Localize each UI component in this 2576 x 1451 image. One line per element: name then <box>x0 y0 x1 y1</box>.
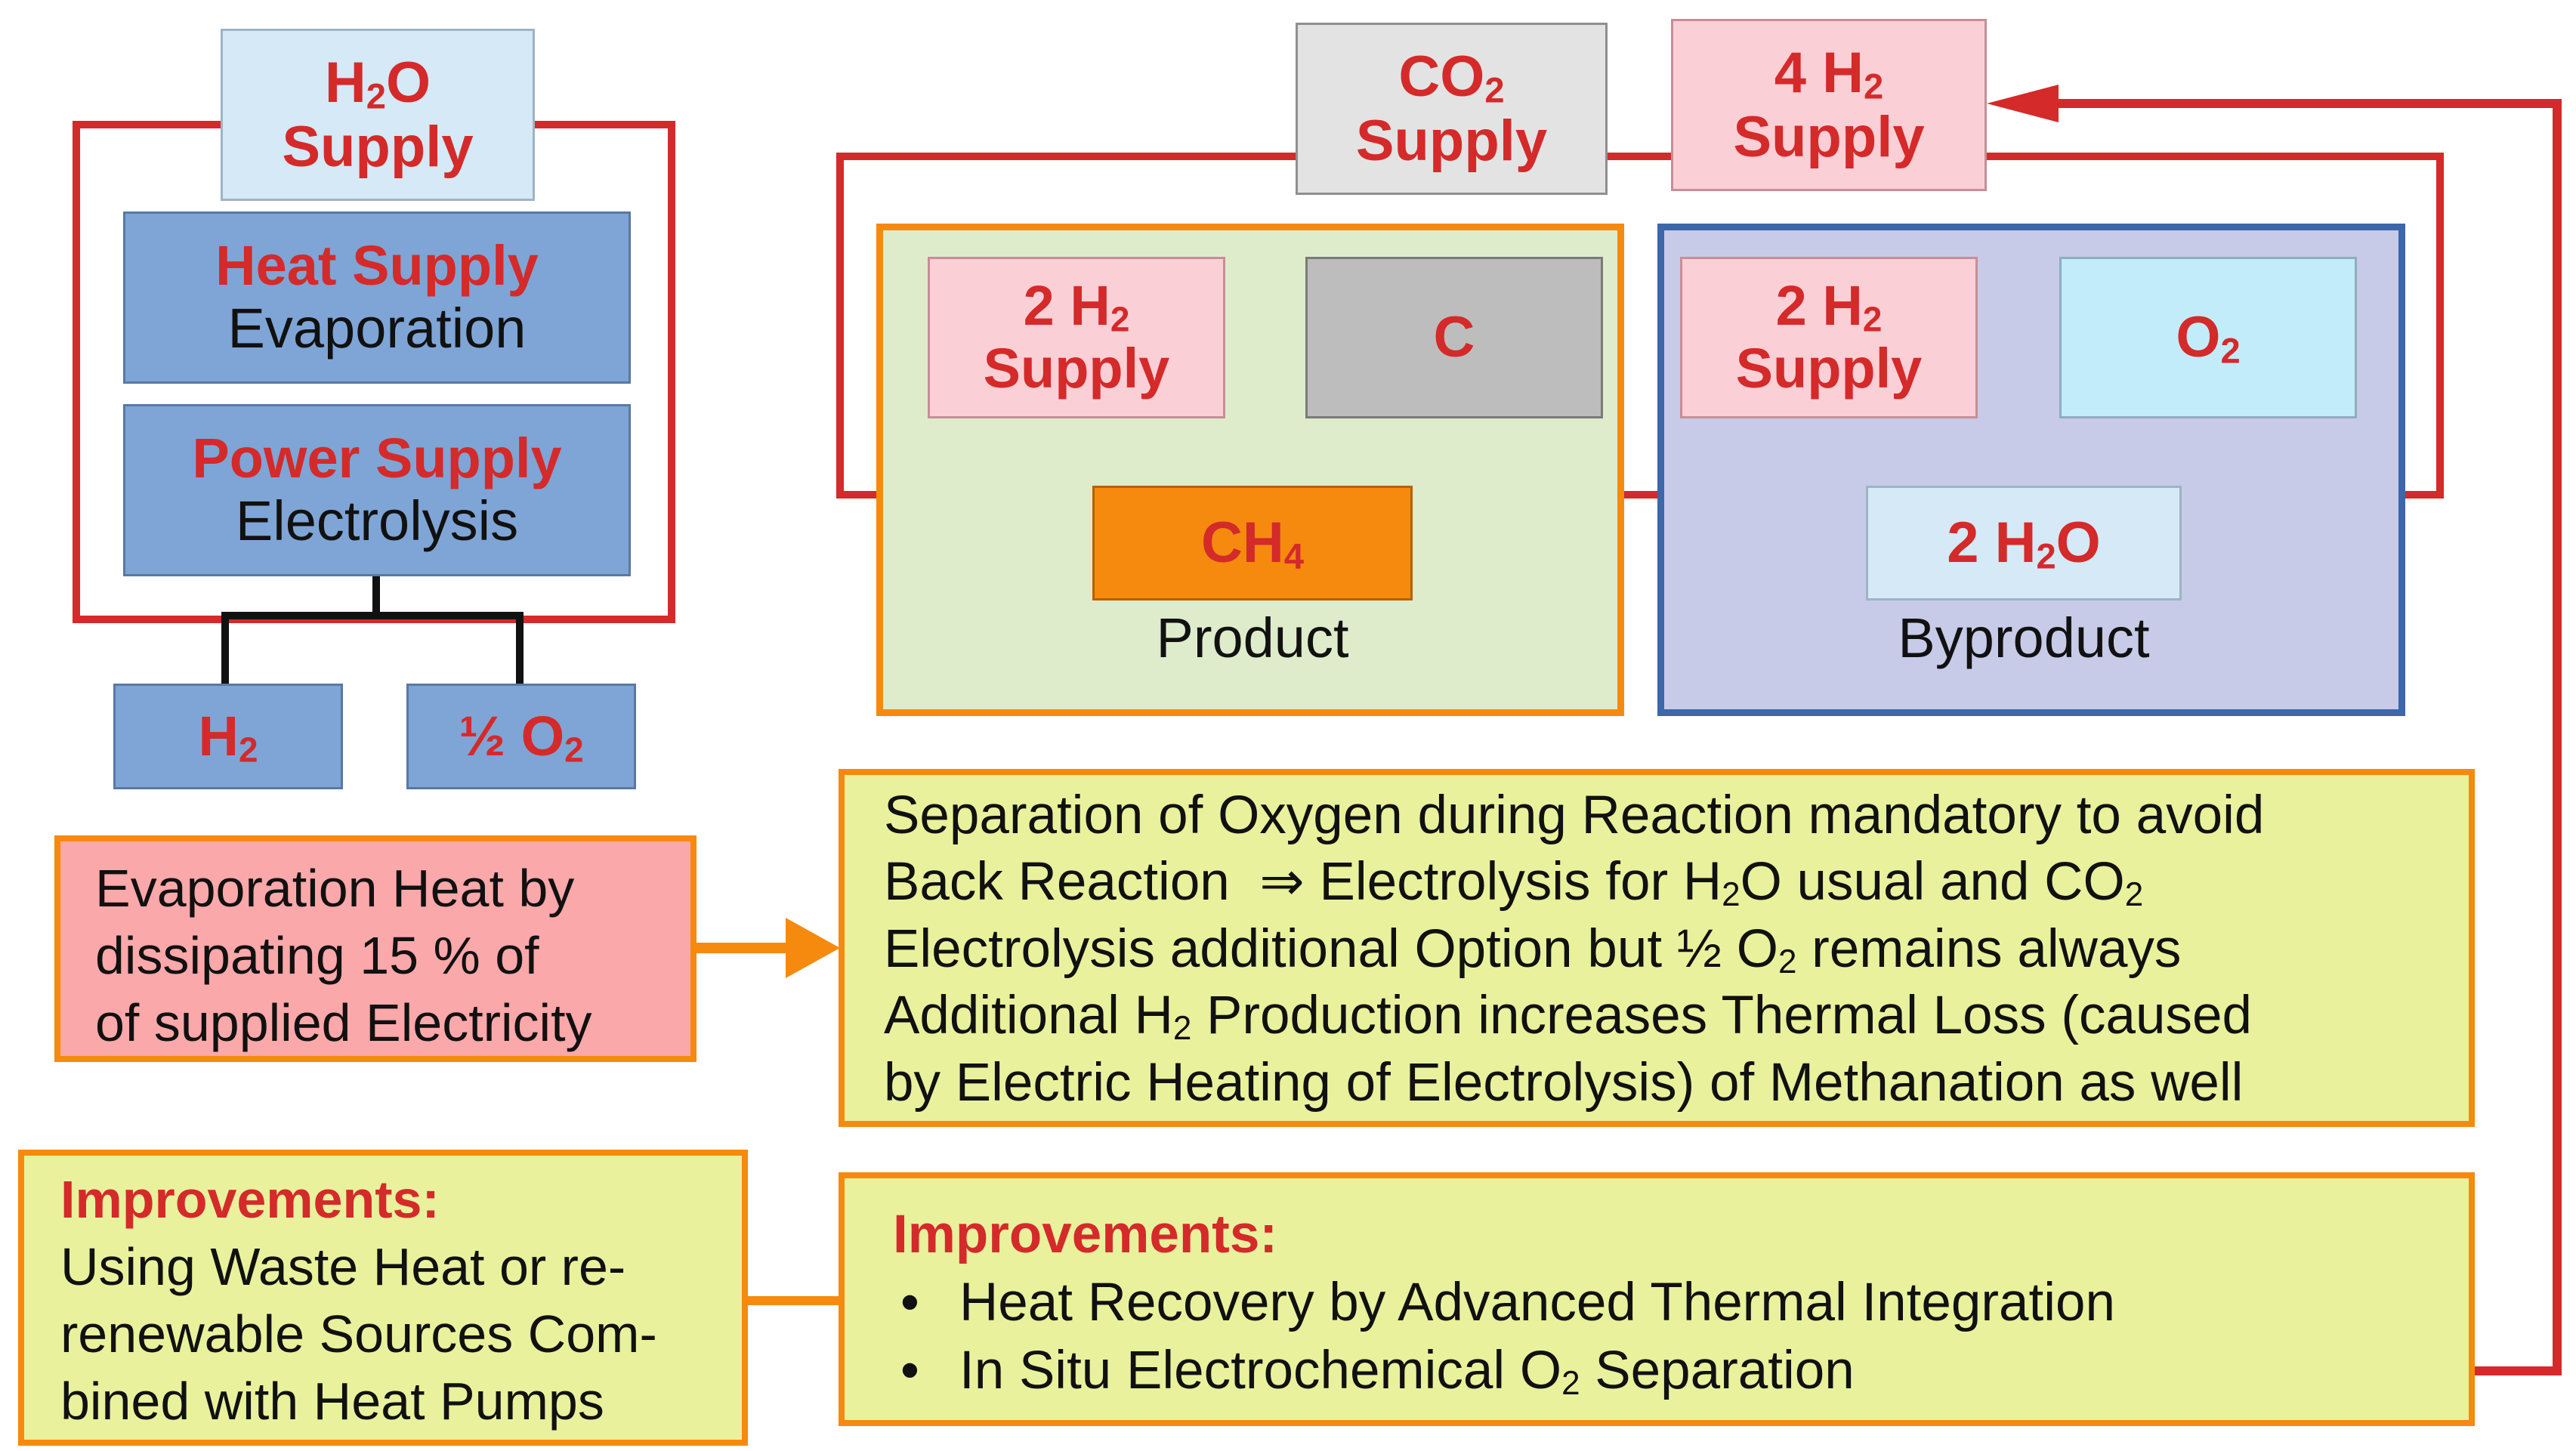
improvements-right-note: Improvements: • Heat Recovery by Advance… <box>839 1172 2475 1426</box>
product-h2-formula: 2 H2 <box>1023 274 1130 339</box>
co2-supply-box: CO2 Supply <box>1296 23 1608 195</box>
feedback-arrow-head <box>1987 85 2059 122</box>
h2-4-formula: 4 H2 <box>1774 40 1884 107</box>
co2-formula: CO2 <box>1398 44 1505 110</box>
evaporation-note-line-2: dissipating 15 % of <box>95 925 539 985</box>
bullet: • <box>900 1341 919 1401</box>
h2-output-box: H2 <box>113 684 343 789</box>
improvement-item-1: • Heat Recovery by Advanced Thermal Inte… <box>893 1269 2469 1337</box>
improvements-left-line-1: Using Waste Heat or re- <box>60 1236 626 1296</box>
h2o-formula: H2O <box>324 50 431 116</box>
product-h2-supply-label: Supply <box>983 337 1170 400</box>
bullet: • <box>900 1273 919 1333</box>
byproduct-h2-supply-box: 2 H2 Supply <box>1680 257 1978 418</box>
heat-supply-label: Evaporation <box>227 297 527 360</box>
byproduct-caption: Byproduct <box>1898 606 2150 669</box>
o2-formula: O2 <box>2176 305 2241 371</box>
improvements-left-note: Improvements: Using Waste Heat or re- re… <box>18 1150 748 1446</box>
methanation-loop-left <box>836 153 1296 499</box>
carbon-box: C <box>1305 257 1603 418</box>
separation-line-1: Separation of Oxygen during Reaction man… <box>884 786 2265 845</box>
separation-line-2: Back Reaction ⇒ Electrolysis for H2O usu… <box>884 852 2144 914</box>
power-supply-label: Electrolysis <box>235 489 519 552</box>
improvements-left-header: Improvements: <box>60 1170 440 1229</box>
half-o2-output-box: ½ O2 <box>406 684 636 789</box>
product-caption: Product <box>1156 606 1349 669</box>
evaporation-arrow-head <box>786 918 840 978</box>
product-h2-supply-box: 2 H2 Supply <box>928 257 1225 418</box>
power-supply-title: Power Supply <box>192 427 562 490</box>
ch4-formula: CH4 <box>1201 511 1304 576</box>
carbon-formula: C <box>1433 305 1475 370</box>
co2-supply-label: Supply <box>1355 109 1548 173</box>
evaporation-note-line-1: Evaporation Heat by <box>95 859 575 918</box>
heat-supply-title: Heat Supply <box>215 234 539 298</box>
improvements-left-line-2: renewable Sources Com- <box>60 1304 657 1363</box>
improvement-item-2: • In Situ Electrochemical O2 Separation <box>893 1337 2469 1405</box>
improvements-left-line-3: bined with Heat Pumps <box>60 1371 604 1431</box>
separation-line-3: Electrolysis additional Option but ½ O2 … <box>884 918 2182 980</box>
byproduct-h2-supply-label: Supply <box>1735 337 1923 400</box>
h2-4-supply-box: 4 H2 Supply <box>1671 19 1987 191</box>
improvement-item-1-text: Heat Recovery by Advanced Thermal Integr… <box>959 1273 2115 1333</box>
separation-line-5: by Electric Heating of Electrolysis) of … <box>884 1052 2244 1113</box>
power-supply-box: Power Supply Electrolysis <box>123 404 631 576</box>
heat-supply-box: Heat Supply Evaporation <box>123 211 631 384</box>
evaporation-note-line-3: of supplied Electricity <box>95 993 592 1052</box>
half-o2-output-formula: ½ O2 <box>459 704 584 769</box>
improvements-right-header: Improvements: <box>893 1205 1277 1264</box>
o2-box: O2 <box>2059 257 2357 418</box>
h2-output-formula: H2 <box>198 704 258 769</box>
h2o-supply-box: H2O Supply <box>221 29 535 201</box>
improvement-item-2-text: In Situ Electrochemical O2 Separation <box>959 1341 1855 1403</box>
byproduct-h2-formula: 2 H2 <box>1775 274 1883 339</box>
h2o-product-box: 2 H2O <box>1866 486 2182 600</box>
h2o-supply-label: Supply <box>282 115 474 179</box>
methanation-loop-right <box>1987 153 2444 499</box>
h2-4-supply-label: Supply <box>1733 105 1925 169</box>
evaporation-heat-note: Evaporation Heat by dissipating 15 % of … <box>54 835 697 1062</box>
separation-line-4: Additional H2 Production increases Therm… <box>884 986 2252 1048</box>
oxygen-separation-note: Separation of Oxygen during Reaction man… <box>839 769 2475 1127</box>
ch4-box: CH4 <box>1092 486 1413 600</box>
h2o-product-formula: 2 H2O <box>1947 511 2101 576</box>
electrolysis-split-bar <box>221 612 524 684</box>
